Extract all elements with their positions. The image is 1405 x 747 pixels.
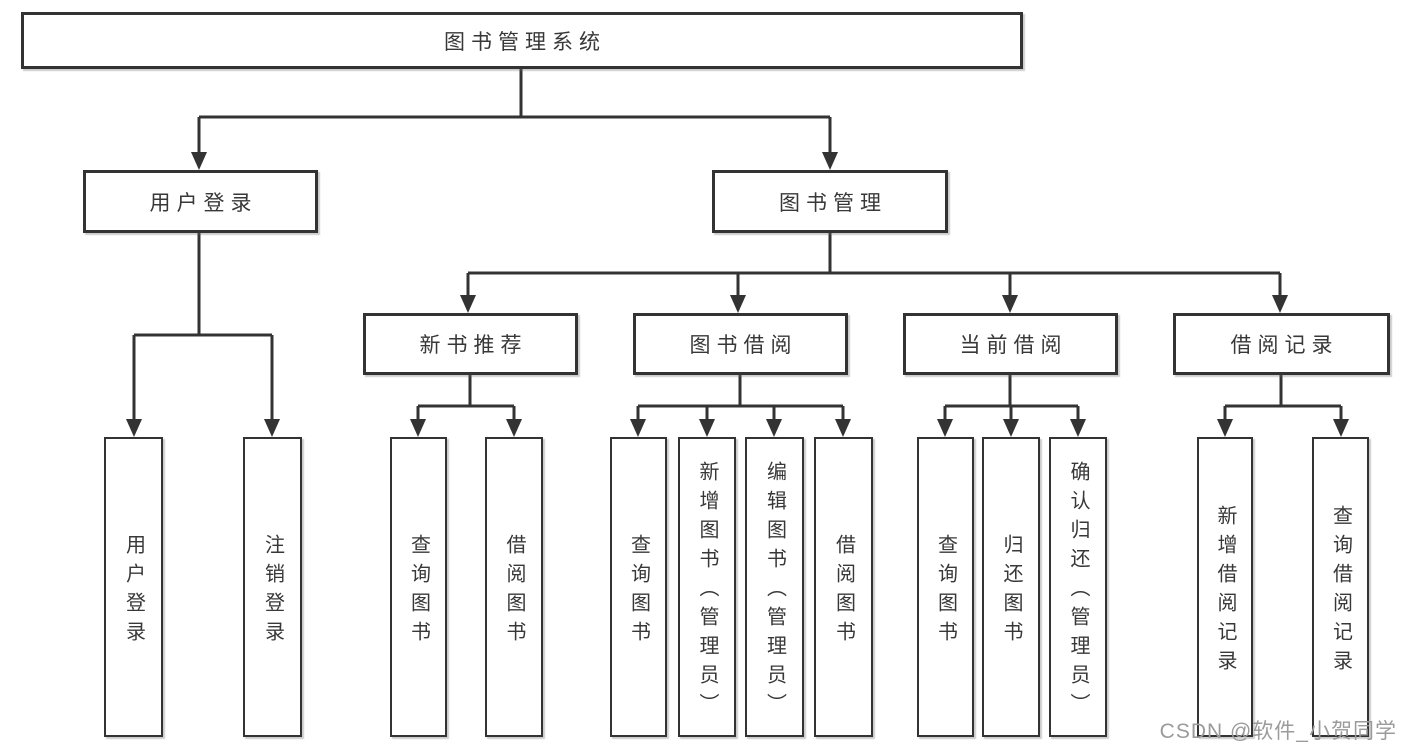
arrow-icon: [191, 152, 207, 170]
node-borrow-book: 借阅图书: [814, 437, 873, 737]
node-book-borrow: 图书借阅: [633, 313, 848, 375]
node-label: 用户登录: [122, 533, 145, 650]
node-add-book-admin: 新增图书（管理员）: [678, 437, 736, 737]
arrow-icon: [410, 419, 426, 437]
arrow-icon: [630, 419, 646, 437]
node-query-book-borrow: 查询图书: [610, 437, 667, 737]
node-query-borrow-record: 查询借阅记录: [1312, 437, 1369, 737]
arrow-icon: [126, 419, 142, 437]
node-add-borrow-record: 新增借阅记录: [1197, 437, 1253, 737]
node-book-management: 图书管理: [712, 170, 948, 233]
arrow-icon: [1070, 419, 1086, 437]
connector-book-borrow-to-leaves: [636, 375, 845, 421]
node-library-management-system: 图书管理系统: [21, 12, 1023, 69]
connector-root-to-level1: [197, 69, 832, 154]
node-edit-book-admin: 编辑图书（管理员）: [745, 437, 804, 737]
csdn-watermark: CSDN @软件_小贺同学: [1159, 720, 1397, 743]
node-label: 编辑图书（管理员）: [763, 461, 786, 722]
node-label: 当前借阅: [959, 334, 1068, 357]
arrow-icon: [937, 419, 953, 437]
arrow-icon: [730, 295, 746, 313]
arrow-icon: [835, 419, 851, 437]
node-label: 图书管理系统: [444, 30, 606, 54]
node-label: 查询图书: [934, 533, 957, 650]
node-label: 新增借阅记录: [1214, 504, 1236, 679]
node-query-book-current: 查询图书: [917, 437, 974, 737]
connector-new-book-to-leaves: [416, 375, 516, 421]
node-new-book-recommend: 新书推荐: [363, 313, 578, 375]
arrow-icon: [1272, 295, 1288, 313]
arrow-icon: [460, 295, 476, 313]
node-label: 用户登录: [149, 191, 258, 215]
arrow-icon: [1333, 419, 1349, 437]
node-label: 注销登录: [261, 533, 284, 650]
node-label: 确认归还（管理员）: [1067, 461, 1089, 722]
node-query-book-recommend: 查询图书: [390, 437, 447, 737]
connector-user-login-to-leaves: [132, 233, 274, 421]
node-label: 图书借阅: [689, 334, 798, 357]
node-current-borrow: 当前借阅: [903, 313, 1118, 375]
node-borrow-book-recommend: 借阅图书: [485, 437, 543, 737]
node-label: 查询借阅记录: [1329, 504, 1352, 679]
node-label: 借阅图书: [832, 533, 855, 650]
node-label: 新增图书（管理员）: [696, 461, 718, 722]
node-confirm-return-admin: 确认归还（管理员）: [1049, 437, 1107, 737]
arrow-icon: [506, 419, 522, 437]
node-label: 图书管理: [779, 191, 887, 215]
connector-borrow-records-to-leaves: [1223, 375, 1343, 421]
node-user-login: 用户登录: [83, 170, 318, 233]
arrow-icon: [1003, 419, 1019, 437]
connector-book-mgmt-to-level2: [466, 233, 1282, 297]
arrow-icon: [766, 419, 782, 437]
arrow-icon: [699, 419, 715, 437]
node-borrow-records: 借阅记录: [1173, 313, 1390, 375]
node-label: 新书推荐: [419, 334, 528, 357]
node-label: 查询图书: [627, 533, 650, 650]
arrow-icon: [264, 419, 280, 437]
node-user-login-leaf: 用户登录: [104, 437, 163, 737]
node-label: 借阅记录: [1230, 334, 1339, 357]
node-logout: 注销登录: [243, 437, 302, 737]
node-label: 归还图书: [1000, 533, 1022, 650]
node-label: 借阅图书: [503, 533, 525, 650]
node-return-book: 归还图书: [982, 437, 1040, 737]
arrow-icon: [1217, 419, 1233, 437]
node-label: 查询图书: [407, 533, 430, 650]
arrow-icon: [1002, 295, 1018, 313]
connector-current-borrow-to-leaves: [943, 375, 1080, 421]
arrow-icon: [822, 152, 838, 170]
